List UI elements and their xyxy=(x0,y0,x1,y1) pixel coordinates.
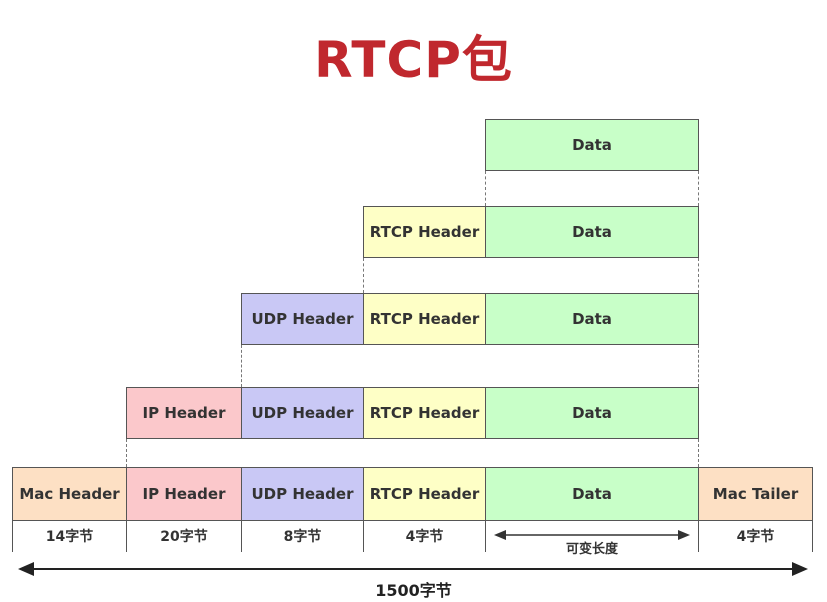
layer5-rtcp-header-box: RTCP Header xyxy=(363,467,486,521)
size-separator xyxy=(812,520,813,552)
size-separator xyxy=(12,520,13,552)
dashed-connector xyxy=(698,258,699,293)
layer4-ip-header-box: IP Header xyxy=(126,387,242,439)
size-ip-header: 20字节 xyxy=(160,529,208,545)
size-mac-header: 14字节 xyxy=(45,529,94,545)
layer4-rtcp-header-box: RTCP Header xyxy=(363,387,486,439)
layer4-data-box: Data xyxy=(485,387,699,439)
size-rtcp-header: 4字节 xyxy=(405,529,444,545)
size-separator xyxy=(363,520,364,552)
layer1-data-box: Data xyxy=(485,119,699,171)
layer5-mac-header-box: Mac Header xyxy=(12,467,127,521)
dashed-connector xyxy=(698,345,699,387)
layer5-ip-header-box: IP Header xyxy=(126,467,242,521)
size-separator xyxy=(485,520,486,552)
dashed-connector xyxy=(126,439,127,467)
layer4-udp-header-box: UDP Header xyxy=(241,387,364,439)
dashed-connector xyxy=(241,345,242,387)
layer2-data-box: Data xyxy=(485,206,699,258)
size-udp-header: 8字节 xyxy=(283,529,322,545)
dashed-connector xyxy=(363,258,364,293)
total-length-arrow xyxy=(18,562,808,576)
layer3-data-box: Data xyxy=(485,293,699,345)
size-row: 14字节 20字节 8字节 4字节 4字节 xyxy=(12,520,813,552)
total-size-label: 1500字节 xyxy=(375,581,452,600)
dashed-connector xyxy=(698,439,699,467)
size-mac-tailer: 4字节 xyxy=(736,529,775,545)
layer5-mac-tailer-box: Mac Tailer xyxy=(698,467,813,521)
layer5-udp-header-box: UDP Header xyxy=(241,467,364,521)
dashed-connector xyxy=(698,171,699,206)
dashed-connector xyxy=(485,171,486,206)
layer5-data-box: Data xyxy=(485,467,699,521)
size-separator xyxy=(698,520,699,552)
variable-length-arrow xyxy=(494,530,690,540)
size-data-variable: 可变长度 xyxy=(565,542,618,557)
size-separator xyxy=(241,520,242,552)
size-separator xyxy=(126,520,127,552)
diagram-title: RTCP包 xyxy=(314,31,513,89)
